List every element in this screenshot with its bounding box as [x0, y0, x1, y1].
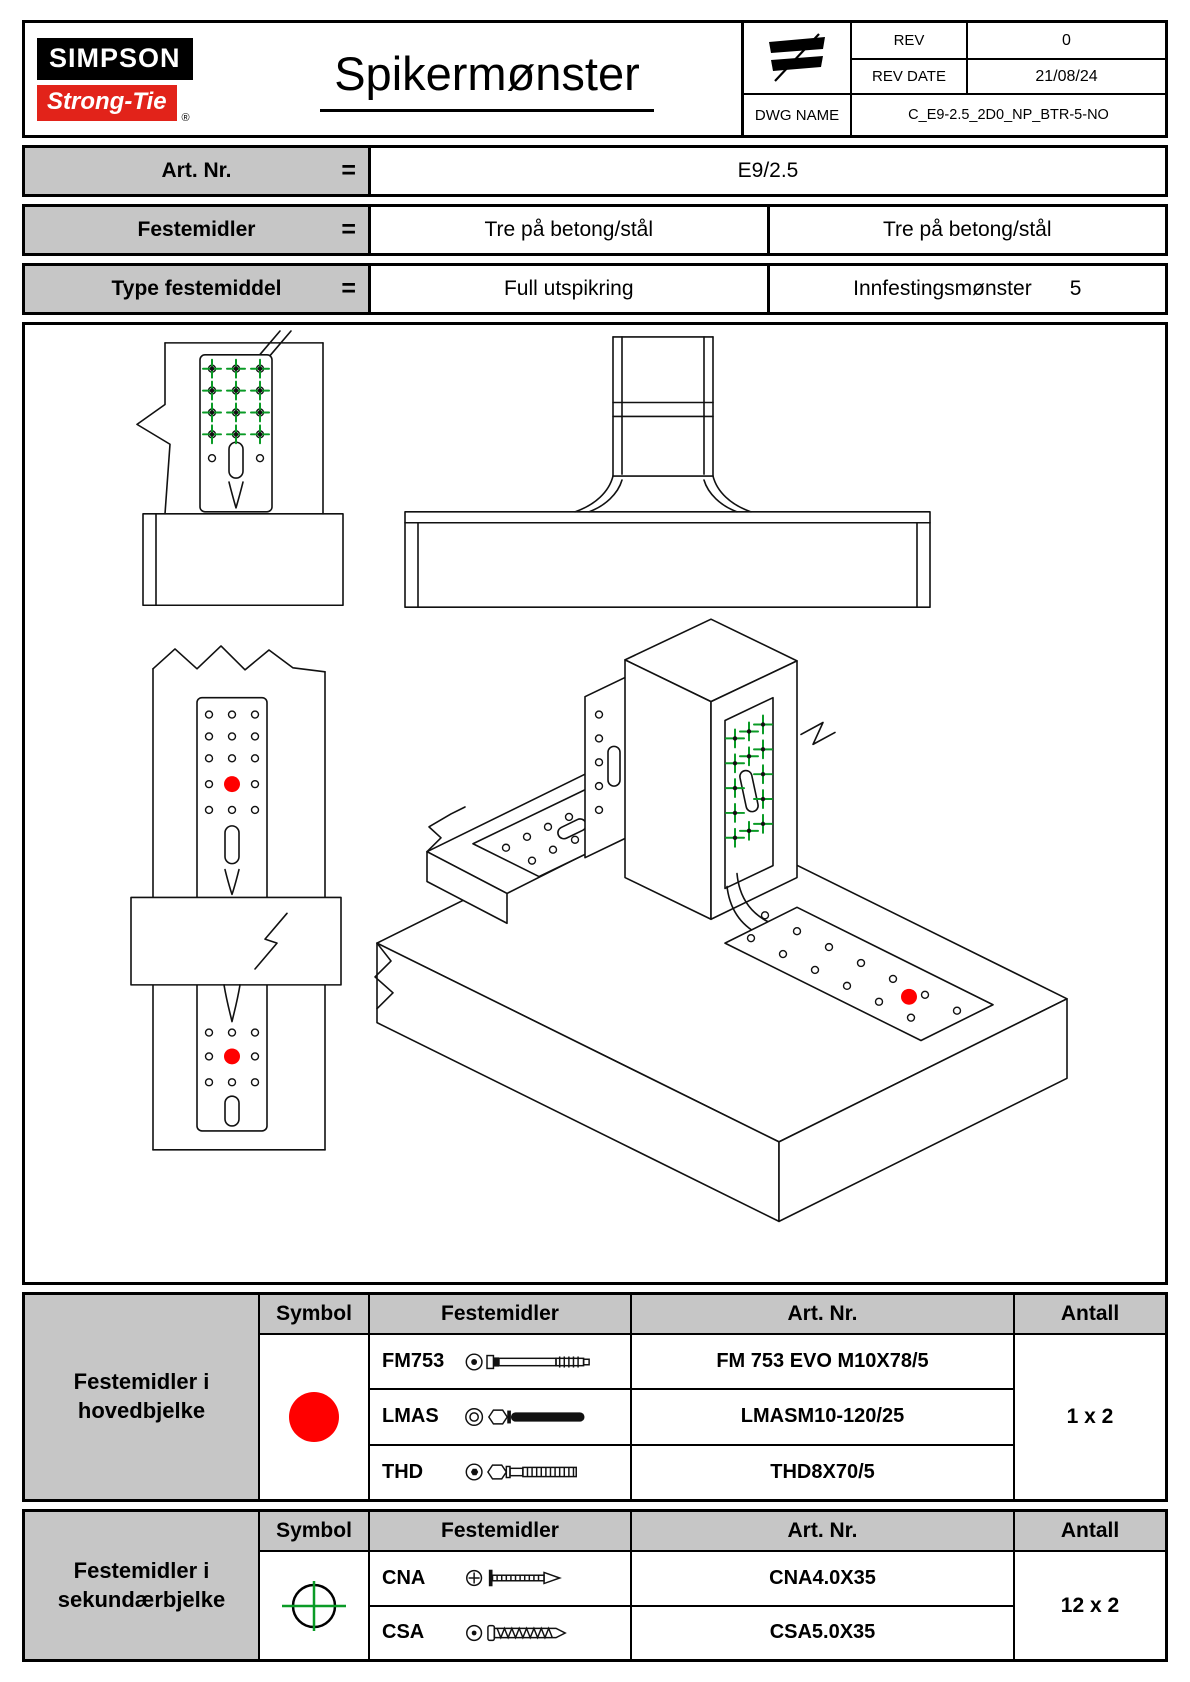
dwg-name-value: C_E9-2.5_2D0_NP_BTR-5-NO — [850, 93, 1165, 135]
title-block: REV 0 REV DATE 21/08/24 DWG NAME C_E9-2.… — [741, 23, 1165, 135]
fastener-code: FM753 — [382, 1350, 445, 1373]
fm753-bolt-icon — [465, 1353, 590, 1371]
group-label-hovedbjelke: Festemidler i hovedbjelke — [25, 1295, 258, 1499]
projection-symbol-icon — [769, 33, 825, 82]
isometric-view — [374, 618, 1068, 1223]
rev-label: REV — [850, 23, 966, 59]
cna-nail-icon — [466, 1569, 562, 1587]
green-cross-symbol — [258, 1550, 368, 1659]
header-festemidler: Festemidler — [368, 1295, 630, 1333]
info-row-festemidler: Festemidler = Tre på betong/stål Tre på … — [22, 204, 1168, 256]
registered-mark: ® — [181, 111, 190, 124]
csa-screw-icon — [466, 1624, 567, 1641]
fastener-row-thd: THD — [368, 1443, 630, 1499]
front-view-bottom-left — [130, 645, 342, 1151]
equals-sign: = — [341, 274, 356, 303]
festemidler-value-1: Tre på betong/stål — [484, 218, 654, 241]
type-festemiddel-label: Type festemiddel — [111, 277, 282, 300]
fastener-code: THD — [382, 1460, 424, 1483]
thd-screw-icon — [465, 1463, 577, 1481]
nail-pattern-drawing — [130, 330, 1068, 1223]
lmas-anchor-icon — [465, 1407, 585, 1427]
title-bar: SIMPSON Strong-Tie ® Spikermønster REV 0… — [22, 20, 1168, 138]
festemidler-value-2: Tre på betong/stål — [766, 207, 1166, 253]
logo-simpson: SIMPSON — [37, 37, 193, 80]
header-symbol: Symbol — [258, 1295, 368, 1333]
front-view-top-left — [136, 330, 344, 607]
artnr-label-cell: Art. Nr. = — [25, 148, 371, 194]
rev-value: 0 — [966, 23, 1165, 59]
type-festemiddel-label-cell: Type festemiddel = — [25, 266, 371, 312]
fastener-row-lmas: LMAS — [368, 1388, 630, 1444]
green-cross-icon — [282, 1580, 346, 1631]
fastener-code: CNA — [382, 1566, 426, 1589]
info-row-artnr: Art. Nr. = E9/2.5 — [22, 145, 1168, 197]
header-artnr: Art. Nr. — [630, 1512, 1013, 1550]
fastener-code: CSA — [382, 1621, 425, 1644]
info-row-type-festemiddel: Type festemiddel = Full utspikring Innfe… — [22, 263, 1168, 315]
fastener-row-csa: CSA — [368, 1604, 630, 1659]
red-dot-icon — [289, 1391, 339, 1442]
header-artnr: Art. Nr. — [630, 1295, 1013, 1333]
header-symbol: Symbol — [258, 1512, 368, 1550]
artnr-label: Art. Nr. — [161, 159, 232, 182]
festemidler-label-cell: Festemidler = — [25, 207, 371, 253]
antall-sekundaerbjelke: 12 x 2 — [1013, 1550, 1165, 1659]
page-title: Spikermønster — [320, 46, 654, 112]
artnr-fm753: FM 753 EVO M10X78/5 — [630, 1333, 1013, 1389]
fastener-table-sekundaerbjelke: Festemidler i sekundærbjelke Symbol Fest… — [22, 1509, 1168, 1662]
dwg-name-label: DWG NAME — [744, 93, 850, 135]
red-dot-symbol — [258, 1333, 368, 1499]
simpson-strongtie-logo: SIMPSON Strong-Tie ® — [25, 23, 233, 135]
innfestingsmonster-cell: Innfestingsmønster 5 — [766, 266, 1166, 312]
artnr-csa: CSA5.0X35 — [630, 1604, 1013, 1659]
type-festemiddel-value: Full utspikring — [503, 277, 634, 300]
artnr-value: E9/2.5 — [737, 159, 799, 182]
drawing-area — [22, 322, 1168, 1285]
header-festemidler: Festemidler — [368, 1512, 630, 1550]
rev-date-label: REV DATE — [850, 58, 966, 94]
equals-sign: = — [341, 156, 356, 185]
header-antall: Antall — [1013, 1295, 1165, 1333]
antall-hovedbjelke: 1 x 2 — [1013, 1333, 1165, 1499]
logo-strongtie-wrap: Strong-Tie ® — [37, 84, 190, 124]
fastener-row-cna: CNA — [368, 1550, 630, 1605]
header-antall: Antall — [1013, 1512, 1165, 1550]
artnr-lmas: LMASM10-120/25 — [630, 1388, 1013, 1444]
fastener-row-fm753: FM753 — [368, 1333, 630, 1389]
group-label-sekundaerbjelke: Festemidler i sekundærbjelke — [25, 1512, 258, 1659]
fastener-table-hovedbjelke: Festemidler i hovedbjelke Symbol Festemi… — [22, 1292, 1168, 1502]
projection-symbol-icon — [744, 23, 850, 93]
rev-date-value: 21/08/24 — [966, 58, 1165, 94]
artnr-cna: CNA4.0X35 — [630, 1550, 1013, 1605]
fastener-code: LMAS — [382, 1405, 439, 1428]
innfestingsmonster-number: 5 — [1069, 277, 1082, 300]
innfestingsmonster-label: Innfestingsmønster — [853, 277, 1032, 300]
equals-sign: = — [341, 215, 356, 244]
title-area: Spikermønster — [233, 23, 741, 135]
artnr-thd: THD8X70/5 — [630, 1443, 1013, 1499]
front-view-top-right — [404, 336, 931, 609]
festemidler-label: Festemidler — [137, 218, 256, 241]
logo-strongtie: Strong-Tie — [37, 84, 177, 121]
